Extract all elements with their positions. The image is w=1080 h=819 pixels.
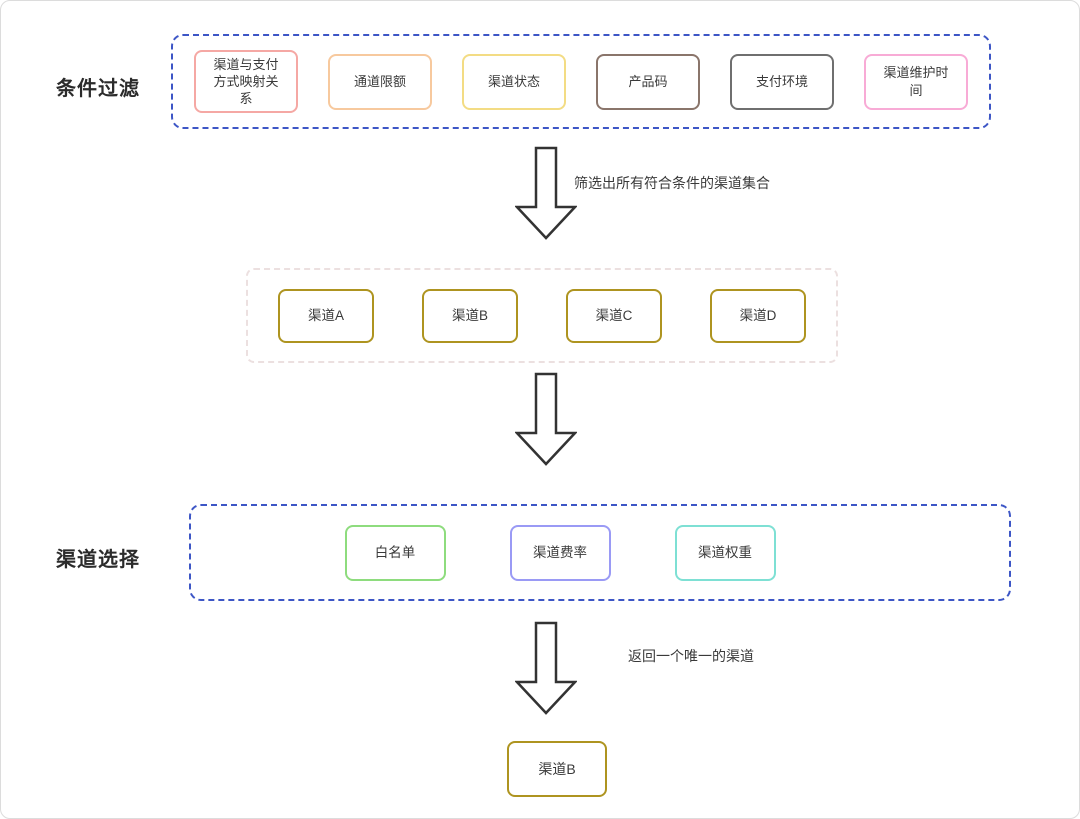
node-channel-limit: 通道限额: [328, 53, 432, 110]
node-channel-c: 渠道C: [566, 288, 662, 343]
node-result-channel: 渠道B: [507, 741, 607, 797]
channel-set-group: 渠道A 渠道B 渠道C 渠道D: [246, 268, 838, 363]
node-whitelist: 白名单: [344, 524, 446, 581]
node-channel-d: 渠道D: [710, 288, 806, 343]
node-product-code: 产品码: [596, 53, 700, 110]
arrow-note-filter-result: 筛选出所有符合条件的渠道集合: [574, 175, 770, 191]
down-arrow-icon: [515, 621, 577, 715]
node-channel-b: 渠道B: [422, 288, 518, 343]
node-channel-status: 渠道状态: [462, 53, 566, 110]
node-payment-environment: 支付环境: [730, 53, 834, 110]
arrow-note-unique-channel: 返回一个唯一的渠道: [628, 648, 754, 664]
node-channel-fee-rate: 渠道费率: [509, 524, 611, 581]
section-label-channel-selection: 渠道选择: [56, 549, 140, 571]
down-arrow-icon: [515, 146, 577, 240]
node-channel-a: 渠道A: [278, 288, 374, 343]
selection-condition-group: 白名单 渠道费率 渠道权重: [189, 504, 1011, 601]
filter-condition-group: 渠道与支付方式映射关系 通道限额 渠道状态 产品码 支付环境 渠道维护时间: [171, 34, 991, 129]
node-maintenance-time: 渠道维护时间: [864, 53, 968, 110]
node-channel-weight: 渠道权重: [674, 524, 776, 581]
down-arrow-icon: [515, 372, 577, 466]
section-label-condition-filter: 条件过滤: [56, 78, 140, 100]
node-channel-payment-mapping: 渠道与支付方式映射关系: [194, 49, 298, 114]
